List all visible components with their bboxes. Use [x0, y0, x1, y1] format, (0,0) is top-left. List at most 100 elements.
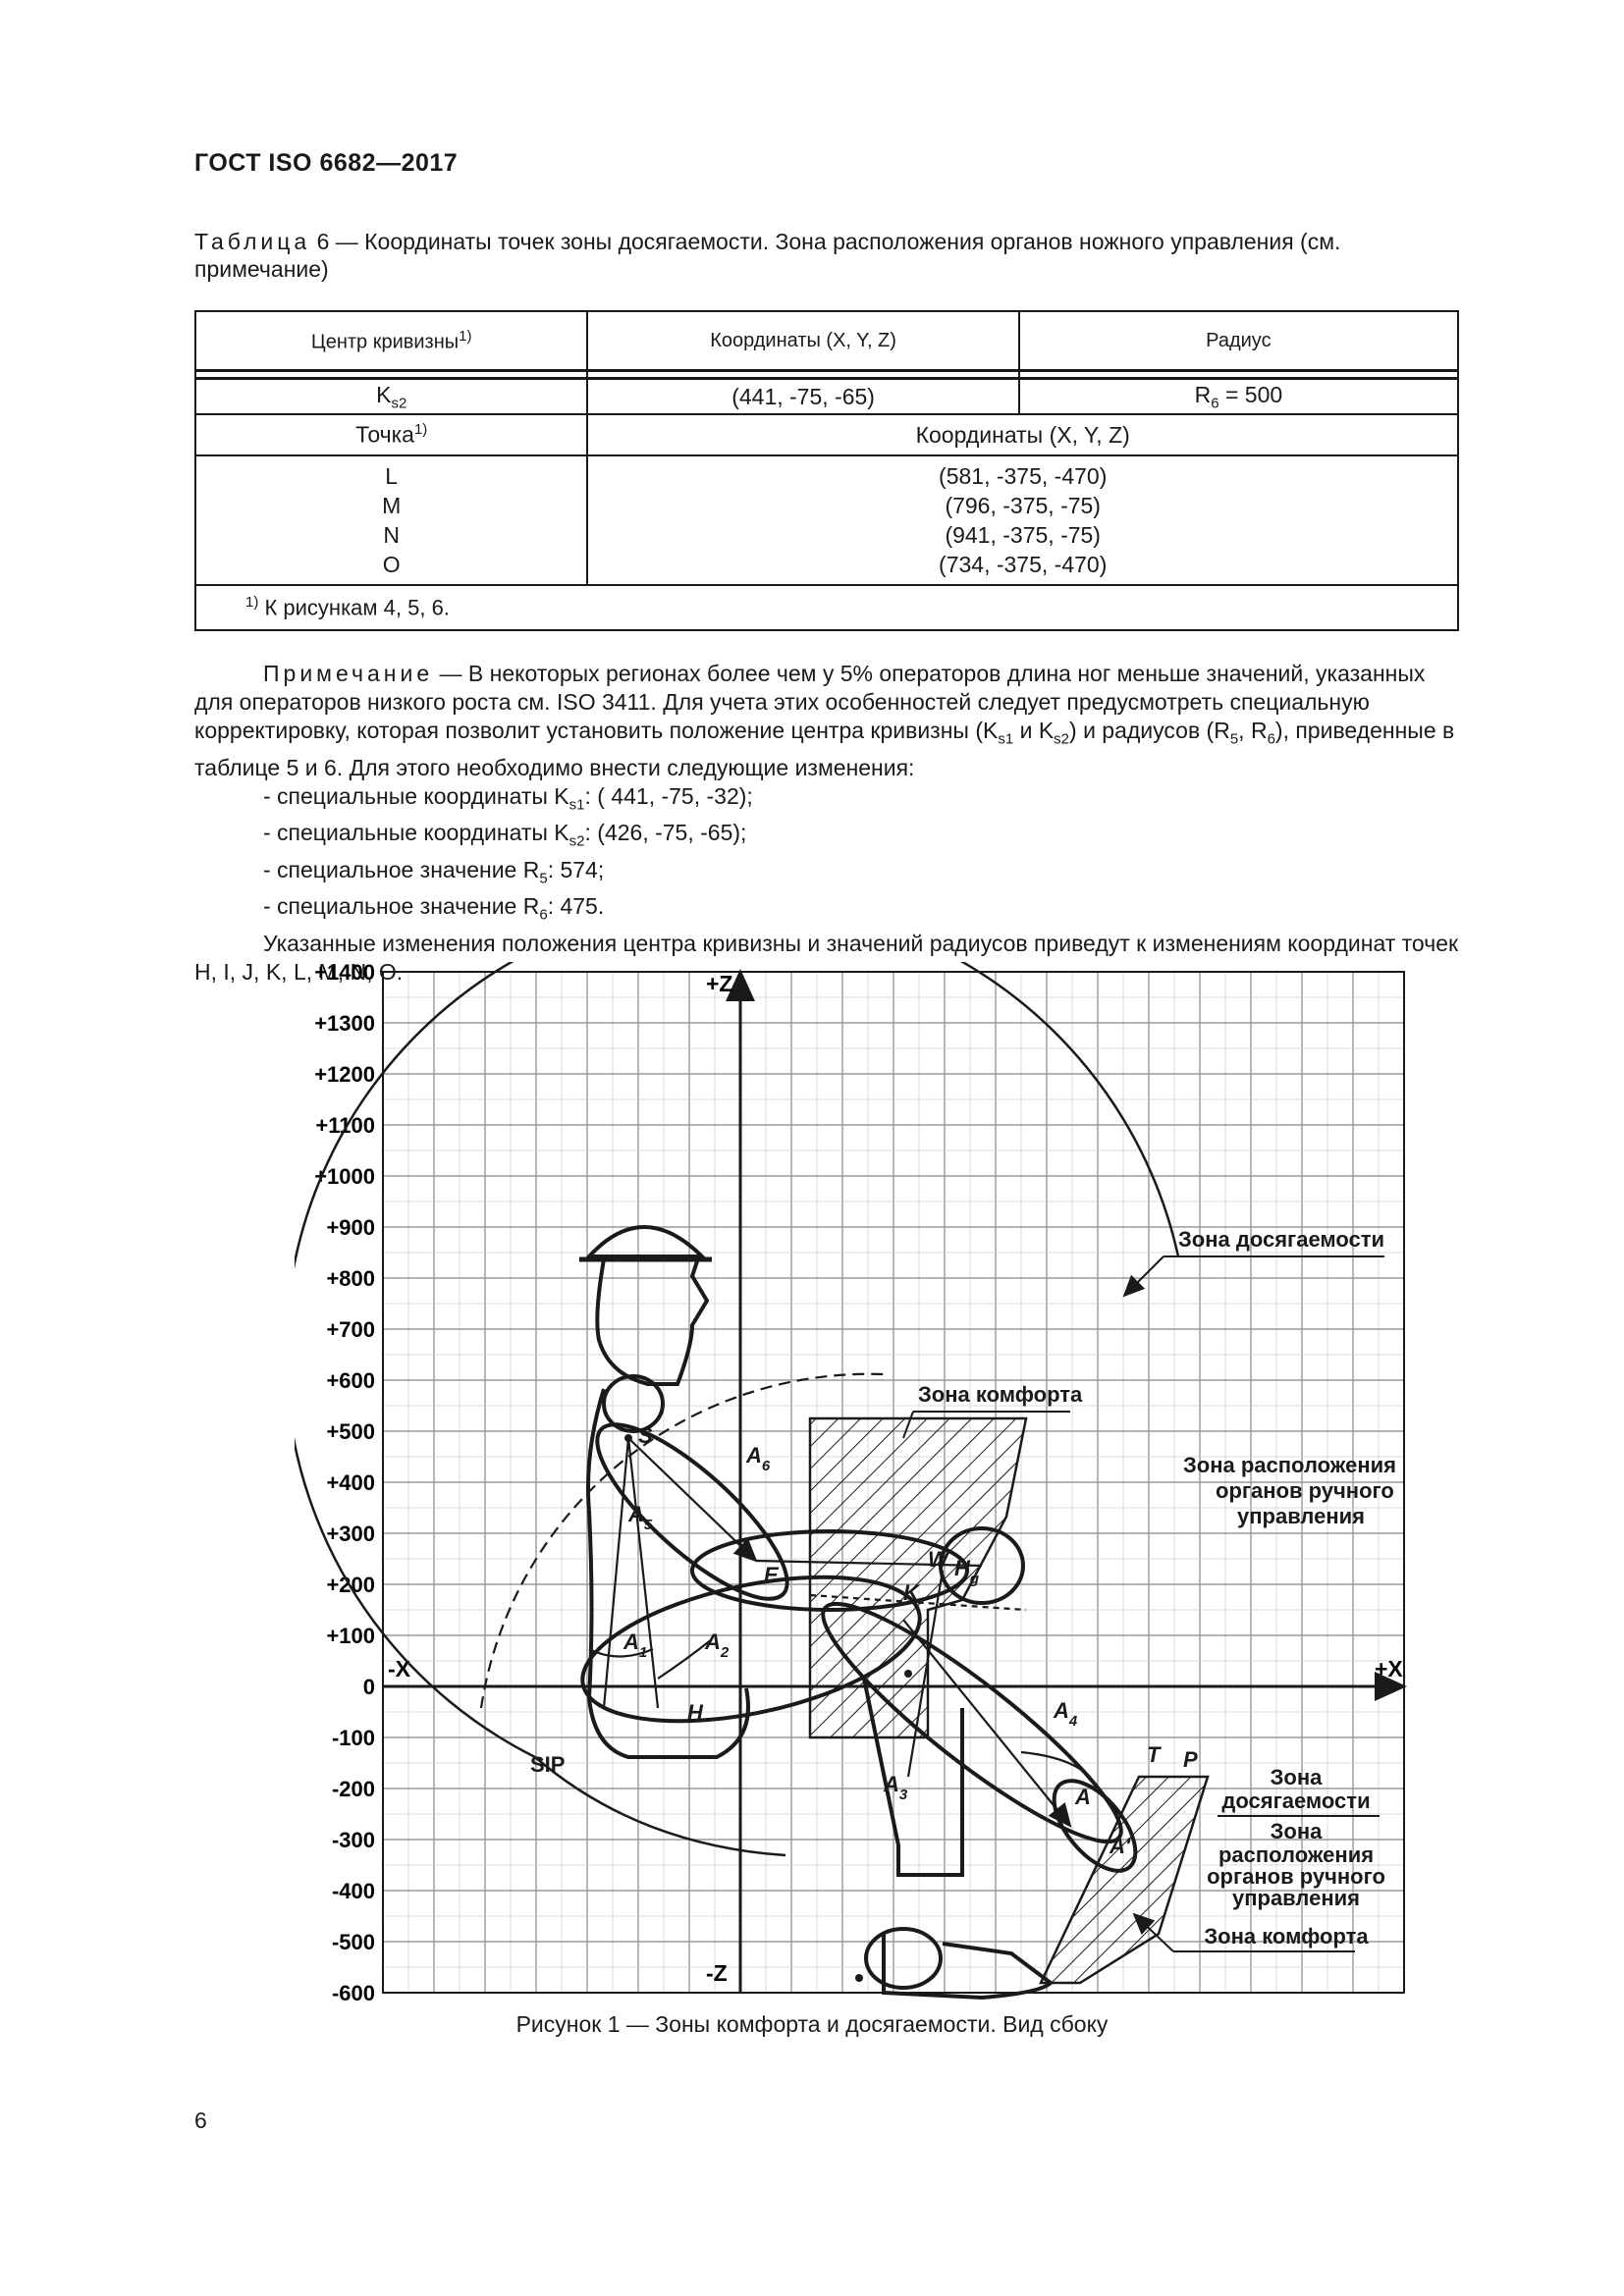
y-tick-label: +900 — [326, 1215, 375, 1240]
axis-label-pz: +Z — [706, 971, 732, 996]
hand-zone-label-2: органов ручного — [1216, 1478, 1394, 1503]
comfort-zone-label: Зона комфорта — [918, 1382, 1083, 1407]
y-tick-label: -100 — [332, 1726, 375, 1750]
y-tick-label: -600 — [332, 1981, 375, 2002]
figure-1: +Z-Z+X-X -600-400-2000+200+400+600+800+1… — [284, 900, 1424, 2027]
point-name: O — [382, 552, 401, 577]
comfort-zone-arc — [479, 1372, 885, 1709]
table-footnote: 1) К рисункам 4, 5, 6. — [194, 584, 1459, 631]
ks2-cell: Ks2 — [193, 377, 589, 415]
foot-hand-label-3: органов ручного — [1207, 1864, 1385, 1889]
coordinates-table: Центр кривизны1) Координаты (X, Y, Z) Ра… — [193, 310, 1460, 631]
y-tick-label: -500 — [332, 1930, 375, 1954]
label-a2: A2 — [704, 1629, 730, 1661]
torso-outline — [586, 1388, 750, 1759]
figure-caption: Рисунок 1 — Зоны комфорта и досягаемости… — [515, 2011, 1109, 2037]
y-tick-label: 0 — [363, 1675, 375, 1699]
point-coord: (581, -375, -470) — [939, 463, 1108, 489]
y-tick-label: -400 — [332, 1879, 375, 1903]
y-tick-label: +400 — [326, 1470, 375, 1495]
table-caption-label: Таблица — [194, 229, 311, 254]
table-row-ks2: Ks2 (441, -75, -65) R6 = 500 — [193, 377, 1460, 415]
label-e: E — [764, 1563, 780, 1587]
point-label: Точка1) — [193, 413, 589, 456]
label-p: P — [1183, 1747, 1198, 1772]
axis-label-mx: -X — [388, 1656, 411, 1682]
y-tick-label: +300 — [326, 1522, 375, 1546]
foot-hand-label-2: расположения — [1218, 1842, 1374, 1867]
header-radius: Радиус — [1017, 310, 1460, 372]
table-row-point-header: Точка1) Координаты (X, Y, Z) — [193, 413, 1459, 456]
label-t: T — [1147, 1742, 1162, 1767]
point-coords-label: Координаты (X, Y, Z) — [586, 413, 1459, 456]
hand-zone-label-3: управления — [1237, 1504, 1365, 1528]
label-a: A — [1074, 1785, 1091, 1809]
thigh-outline — [580, 1575, 922, 1724]
label-a6: A6 — [745, 1443, 771, 1474]
y-tick-label: +700 — [326, 1317, 375, 1342]
note-final: Указанные изменения положения центра кри… — [194, 930, 1459, 985]
y-tick-label: +100 — [326, 1624, 375, 1648]
label-a3: A3 — [883, 1772, 908, 1803]
hand-zone-label-1: Зона расположения — [1183, 1453, 1396, 1477]
diagram-labels: Зона досягаемости Зона комфорта Зона рас… — [530, 1227, 1396, 1952]
label-a4: A4 — [1053, 1698, 1078, 1730]
note-block: Примечание — В некоторых регионах более … — [194, 660, 1461, 987]
note-paragraph: Примечание — В некоторых регионах более … — [194, 661, 1455, 780]
y-tick-label: +800 — [326, 1266, 375, 1291]
table-double-rule — [193, 369, 1460, 380]
point-coords: (581, -375, -470) (796, -375, -75) (941,… — [586, 454, 1459, 586]
r6-cell: R6 = 500 — [1017, 377, 1460, 415]
label-a5: A5 — [627, 1502, 653, 1533]
point-name: M — [382, 493, 402, 518]
point-coord: (941, -375, -75) — [945, 522, 1101, 548]
operator-silhouette — [579, 1225, 1138, 2001]
knee-outline — [864, 1927, 943, 1990]
reach-zone-outline-lower — [534, 1756, 786, 1857]
y-tick-label: +1200 — [314, 1062, 375, 1087]
table-row-points: L M N O (581, -375, -470) (796, -375, -7… — [193, 454, 1459, 586]
foot-comfort-label: Зона комфорта — [1204, 1924, 1369, 1949]
document-header: ГОСТ ISO 6682—2017 — [194, 149, 459, 177]
header-coords: Координаты (X, Y, Z) — [586, 310, 1020, 372]
point-name: N — [383, 522, 401, 548]
note-item: - специальное значение R6: 475. — [263, 893, 605, 924]
label-hg: Hg — [954, 1556, 979, 1587]
note-item: - специальное значение R5: 574; — [263, 856, 605, 887]
y-tick-label: +1100 — [315, 1113, 375, 1138]
y-tick-label: +1000 — [314, 1164, 375, 1189]
axis-label-px: +X — [1375, 1656, 1403, 1682]
page-number: 6 — [194, 2108, 207, 2133]
side-view-diagram: +Z-Z+X-X -600-400-2000+200+400+600+800+1… — [284, 900, 1407, 2027]
helmet-icon — [584, 1225, 707, 1258]
reach-zone-label: Зона досягаемости — [1178, 1227, 1384, 1252]
label-a1: A1 — [623, 1629, 647, 1661]
y-tick-label: -300 — [332, 1828, 375, 1852]
note-item: - специальные координаты Ks1: ( 441, -75… — [263, 782, 753, 814]
point-coord: (796, -375, -75) — [945, 493, 1101, 518]
reference-lines — [588, 1437, 1091, 1828]
upper-arm-outline — [595, 1422, 789, 1601]
ks2-coords: (441, -75, -65) — [586, 377, 1020, 415]
lower-leg-outline — [862, 1678, 964, 1877]
shoulder-outline — [602, 1374, 665, 1433]
label-w: W — [928, 1547, 950, 1572]
label-s: S — [638, 1423, 653, 1448]
reach-zone-outline — [284, 900, 1180, 1759]
point-name: L — [385, 463, 399, 489]
foot-hand-label-1: Зона — [1271, 1819, 1324, 1843]
y-tick-label: +600 — [326, 1368, 375, 1393]
table-footnote-row: 1) К рисункам 4, 5, 6. — [194, 584, 1459, 631]
foot-reach-label-1: Зона — [1271, 1765, 1324, 1789]
y-tick-label: +500 — [326, 1419, 375, 1444]
forearm-outline — [690, 1529, 969, 1612]
point-markers — [624, 1434, 912, 1982]
table-caption: Таблица 6 — Координаты точек зоны досяга… — [194, 228, 1456, 283]
head-outline — [595, 1258, 710, 1386]
label-h: H — [687, 1700, 704, 1725]
table-caption-text: 6 — Координаты точек зоны досягаемости. … — [194, 229, 1341, 282]
foot-hand-label-4: управления — [1232, 1886, 1360, 1910]
point-names: L M N O — [193, 454, 589, 586]
axis-label-mz: -Z — [706, 1960, 728, 1986]
